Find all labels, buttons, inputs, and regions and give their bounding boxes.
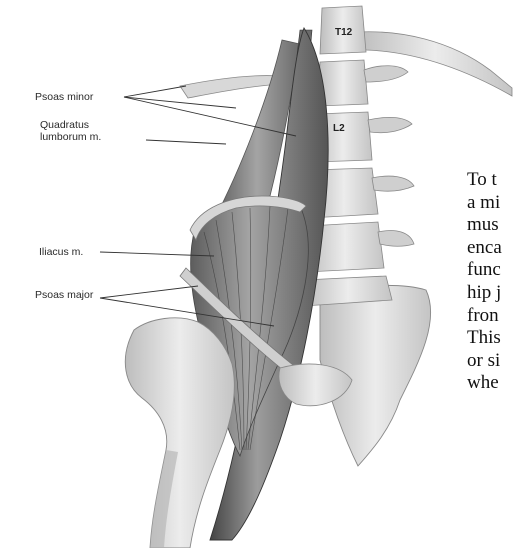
label-iliacus: Iliacus m. xyxy=(39,247,83,258)
label-psoas-major: Psoas major xyxy=(35,290,93,301)
caption-line: func xyxy=(467,259,514,282)
caption-line: hip j xyxy=(467,282,514,305)
label-quadratus-line2: lumborum m. xyxy=(40,132,101,143)
caption-line: enca xyxy=(467,237,514,260)
caption-line: or si xyxy=(467,350,514,373)
caption-line: fron xyxy=(467,305,514,328)
rib-12 xyxy=(358,32,512,96)
caption-line: a mi xyxy=(467,192,514,215)
label-quadratus-line1: Quadratus xyxy=(40,120,89,131)
caption-text-cropped: To t a mi mus enca func hip j fron This … xyxy=(467,169,514,395)
caption-line: This xyxy=(467,327,514,350)
label-vertebra-t12: T12 xyxy=(335,27,352,38)
caption-line: To t xyxy=(467,169,514,192)
caption-line: mus xyxy=(467,214,514,237)
caption-line: whe xyxy=(467,372,514,395)
label-vertebra-l2: L2 xyxy=(333,123,345,134)
label-psoas-minor: Psoas minor xyxy=(35,92,93,103)
